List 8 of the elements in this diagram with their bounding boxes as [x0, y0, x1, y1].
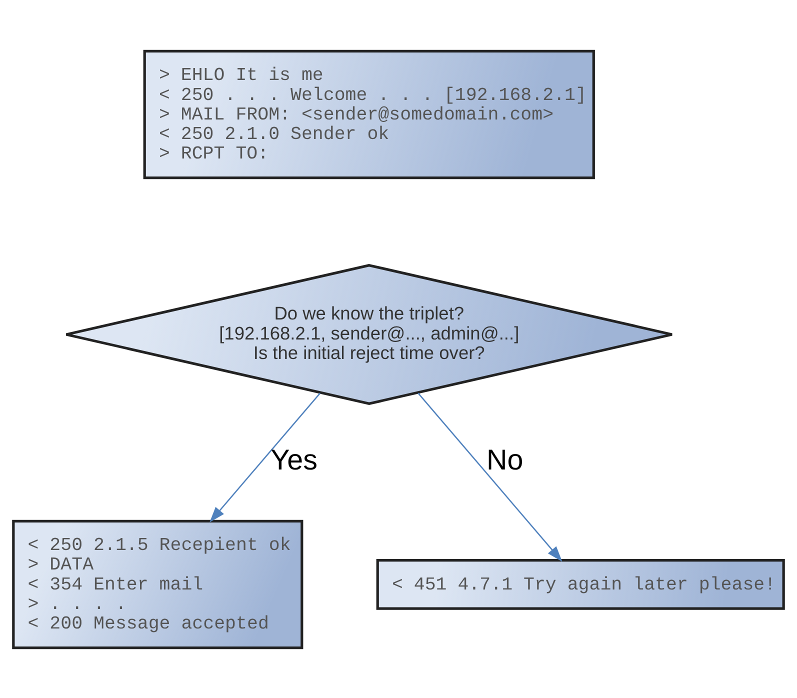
node-diamond: Do we know the triplet? [192.168.2.1, sender@..., admin@...] Is the initial reject time over?: [64, 263, 674, 405]
arrow: [210, 392, 321, 522]
edge-label: No: [486, 444, 524, 476]
node-box: < 451 4.7.1 Try again later please!: [376, 558, 785, 610]
arrow: [418, 392, 562, 562]
edge-label: Yes: [270, 444, 318, 476]
node-box: < 250 2.1.5 Recepient ok > DATA < 354 Enter mail > . . . . < 200 Message accepted: [12, 519, 304, 649]
node-box: > EHLO It is me < 250 . . . Welcome . . . [192.168.2.1] > MAIL FROM: <sender@somedomain.com> < 250 2.1.0 Sender ok > RCPT TO:: [143, 49, 595, 179]
